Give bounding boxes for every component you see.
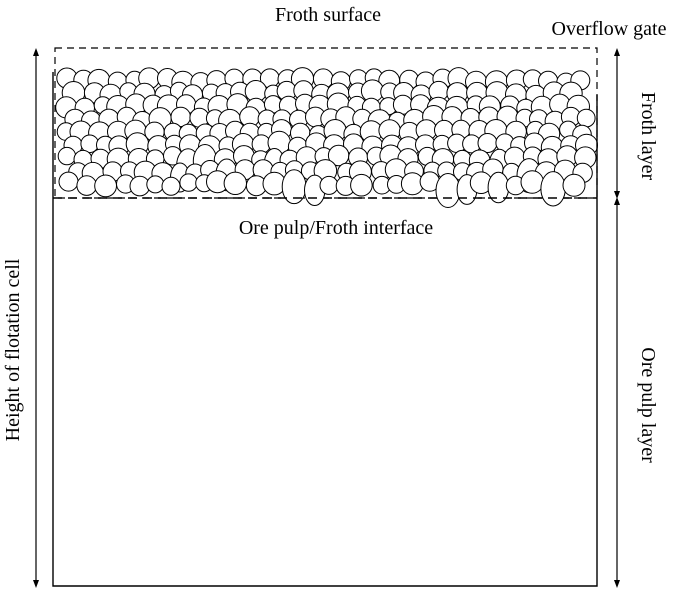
froth-bubble xyxy=(94,174,117,198)
froth-bubble xyxy=(520,170,544,194)
froth-bubble xyxy=(179,173,198,192)
interface-label: Ore pulp/Froth interface xyxy=(239,217,433,239)
froth-bubbles xyxy=(55,67,598,208)
froth-bubble xyxy=(576,108,596,128)
froth-layer-label: Froth layer xyxy=(637,92,659,181)
froth-bubble xyxy=(540,171,566,207)
froth-surface-label: Froth surface xyxy=(275,4,381,26)
froth-bubble xyxy=(435,173,461,208)
froth-bubble xyxy=(223,171,248,196)
froth-bubble xyxy=(58,171,79,192)
froth-bubble xyxy=(161,176,181,196)
froth-bubble xyxy=(562,173,586,197)
froth-bubble xyxy=(319,175,339,195)
pulp-layer-label: Ore pulp layer xyxy=(637,347,659,463)
froth-bubble xyxy=(57,146,77,166)
cell-height-label: Height of flotation cell xyxy=(2,258,24,441)
flotation-cell-walls xyxy=(52,72,598,587)
overflow-gate-label: Overflow gate xyxy=(552,18,667,40)
froth-bubble xyxy=(76,175,97,196)
froth-bubble xyxy=(350,173,373,197)
froth-bubble xyxy=(146,175,165,194)
